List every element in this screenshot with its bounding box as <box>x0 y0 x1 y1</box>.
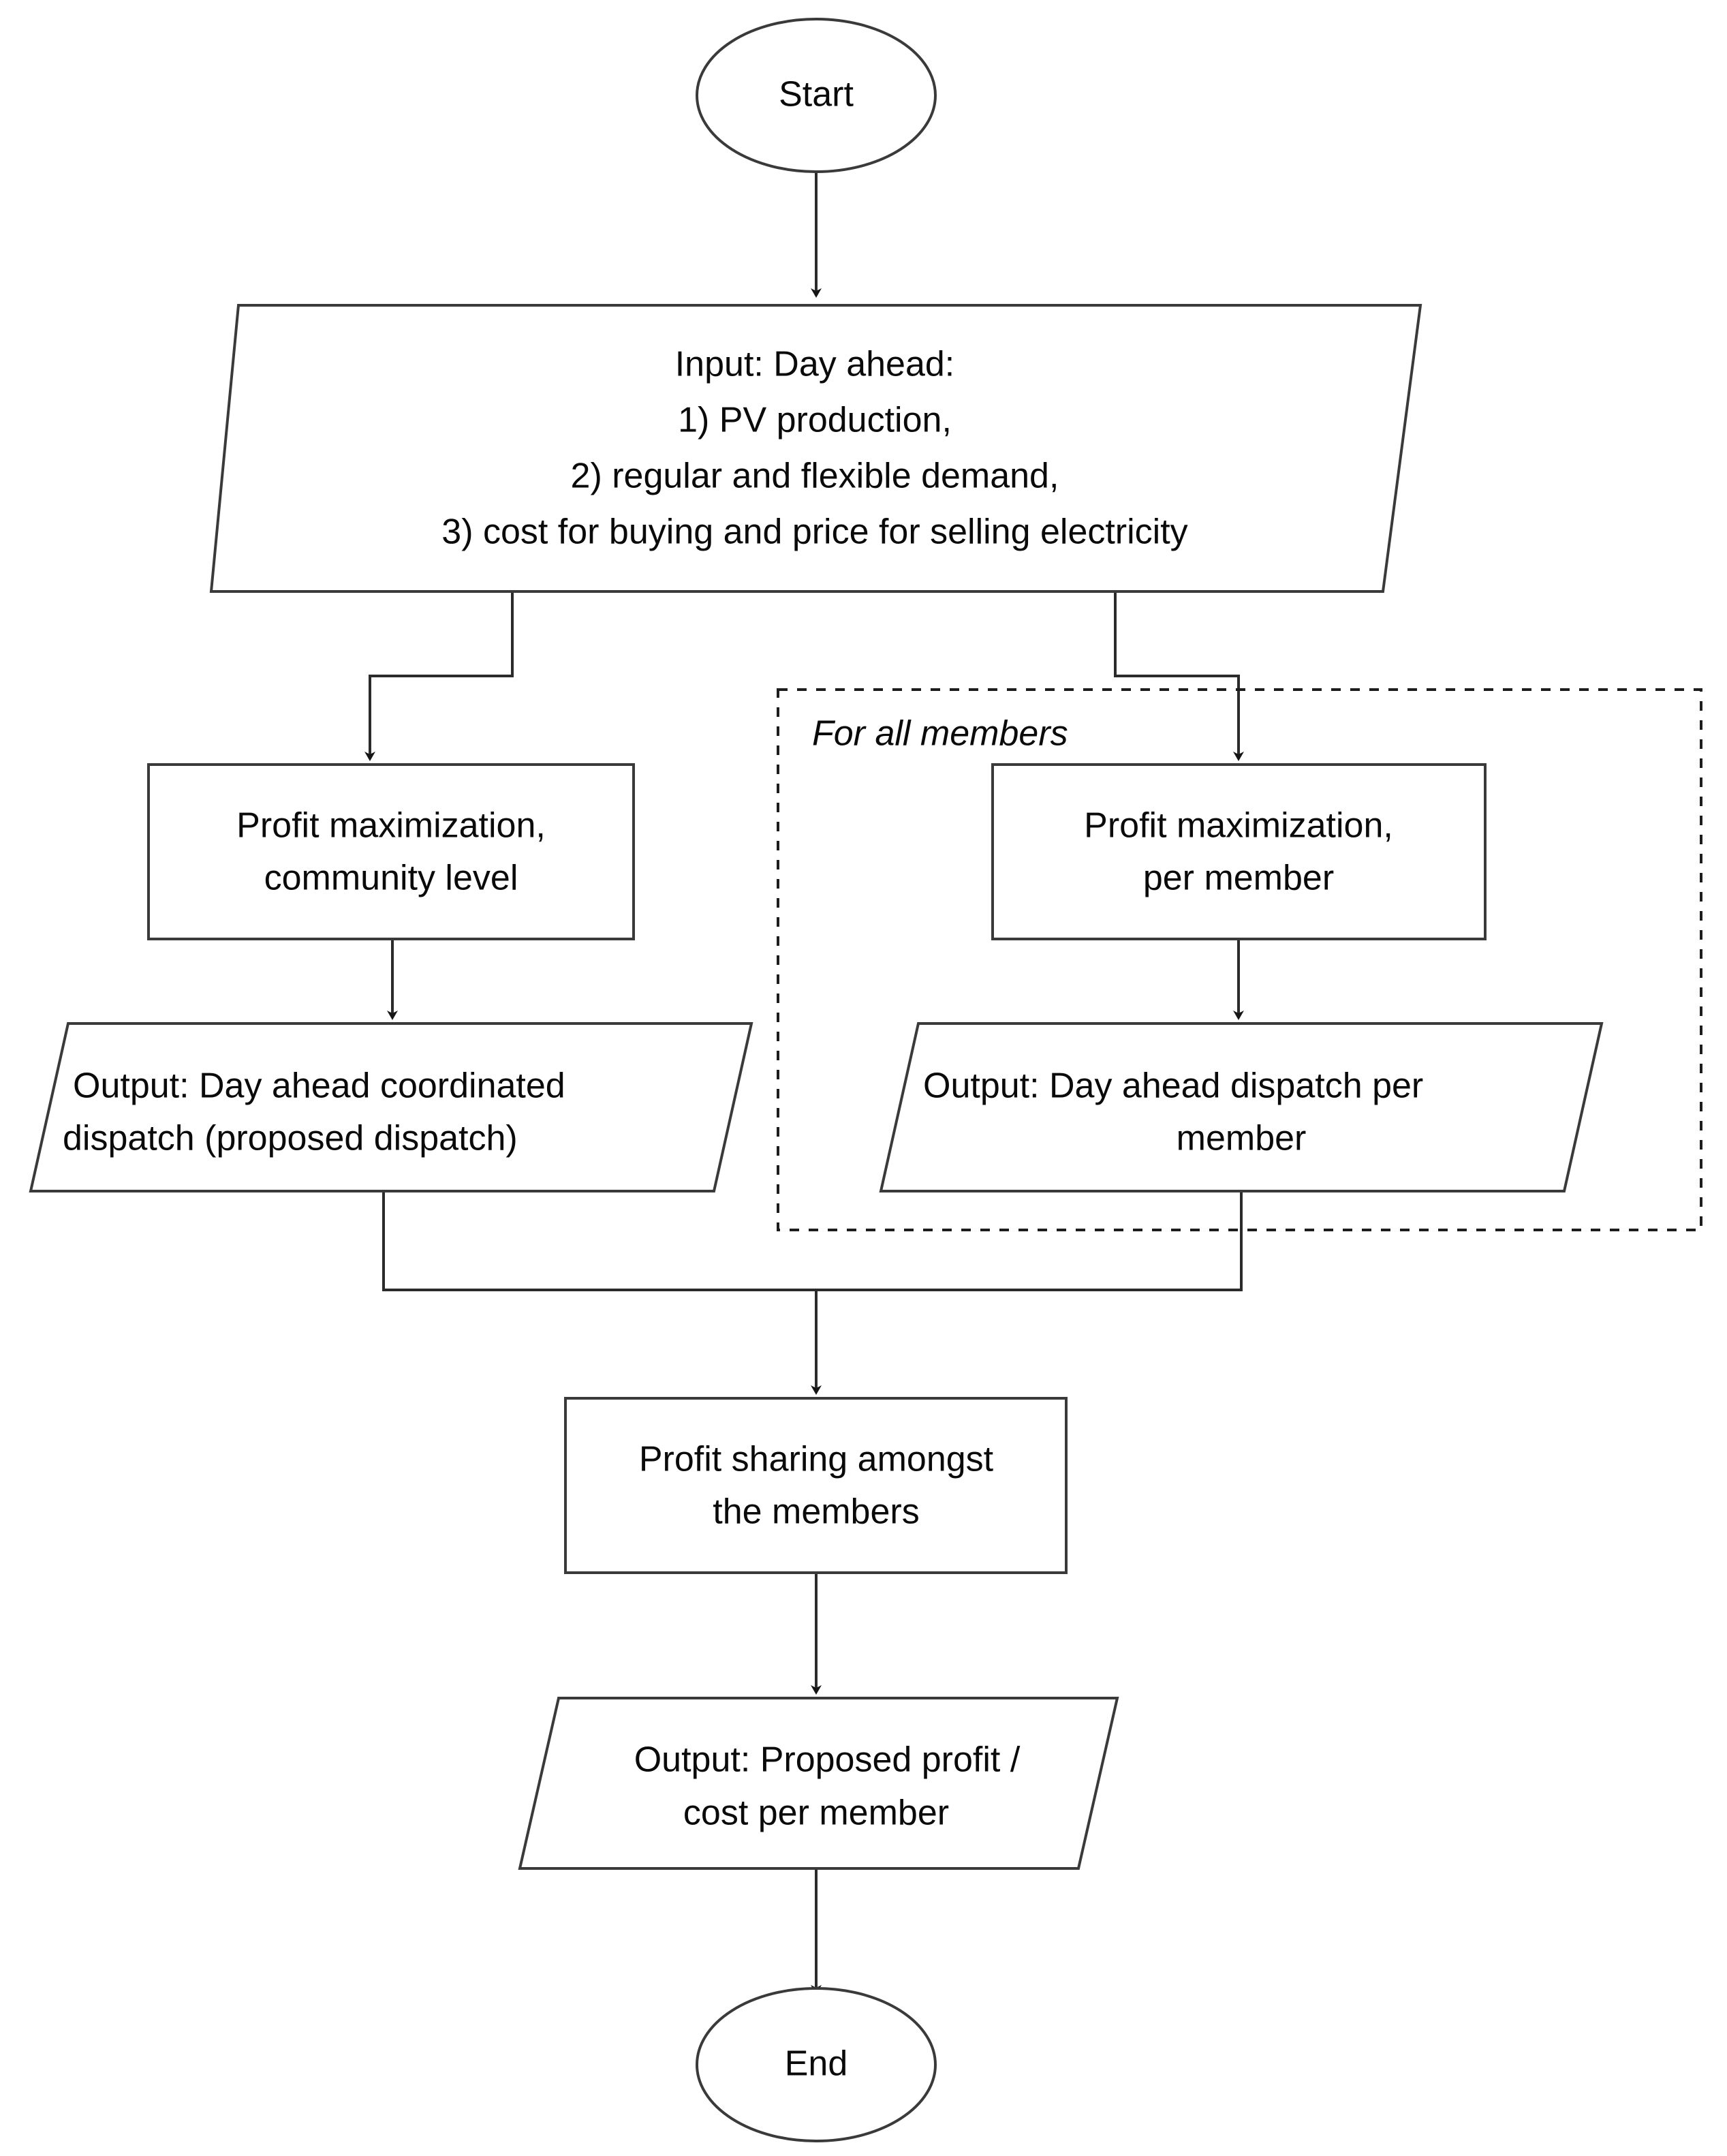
node-output-profit-cost-line-2: cost per member <box>683 1793 949 1833</box>
node-profit-max-member-line-2: per member <box>1143 859 1334 898</box>
node-output-per-member-shape[interactable] <box>879 1022 1604 1192</box>
node-profit-max-member-line-1: Profit maximization, <box>1084 806 1393 846</box>
group-box-for-all-members <box>777 688 1702 1231</box>
node-profit-sharing-shape[interactable] <box>564 1397 1068 1574</box>
node-profit-sharing-line-2: the members <box>713 1492 919 1532</box>
connector-merge-left <box>382 1187 816 1291</box>
node-start-label: Start <box>779 75 854 114</box>
node-input-shape[interactable] <box>209 304 1422 593</box>
node-input-line-3: 2) regular and flexible demand, <box>571 457 1059 496</box>
node-input-line-2: 1) PV production, <box>678 401 952 440</box>
group-label-for-all-members: For all members <box>812 714 1068 754</box>
node-output-per-member-line-1: Output: Day ahead dispatch per <box>923 1066 1423 1106</box>
connector-merge-right <box>816 1187 1243 1291</box>
node-output-coordinated-line-1: Output: Day ahead coordinated <box>73 1066 565 1106</box>
node-output-per-member-line-2: member <box>1177 1119 1307 1158</box>
node-output-coordinated-shape[interactable] <box>29 1022 753 1192</box>
node-input-line-1: Input: Day ahead: <box>675 345 955 384</box>
node-output-profit-cost-shape[interactable] <box>518 1697 1119 1870</box>
node-profit-sharing-line-1: Profit sharing amongst <box>639 1440 994 1479</box>
node-profit-max-community-line-1: Profit maximization, <box>236 806 546 846</box>
node-end-label: End <box>785 2044 848 2084</box>
connector-input-to-member <box>1114 585 1244 761</box>
node-profit-max-community-shape[interactable] <box>147 763 635 940</box>
node-start-shape[interactable] <box>696 18 937 173</box>
node-output-coordinated-line-2: dispatch (proposed dispatch) <box>63 1119 518 1158</box>
node-output-profit-cost-line-1: Output: Proposed profit / <box>634 1740 1021 1780</box>
node-profit-max-community-line-2: community level <box>264 859 518 898</box>
node-input-line-4: 3) cost for buying and price for selling… <box>441 512 1187 552</box>
connector-input-to-community <box>364 585 514 761</box>
node-end-shape[interactable] <box>696 1987 937 2142</box>
node-profit-max-member-shape[interactable] <box>991 763 1487 940</box>
